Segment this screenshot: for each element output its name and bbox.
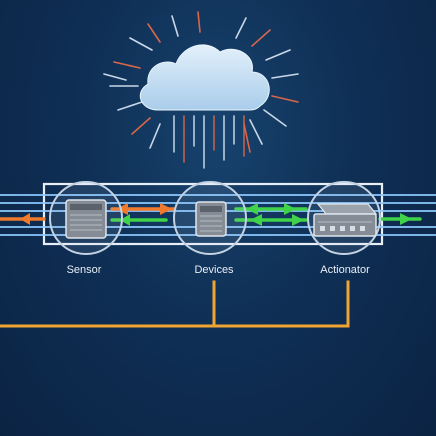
sensor-device-icon xyxy=(65,199,107,239)
device-icon xyxy=(195,201,227,237)
network-frame xyxy=(42,182,384,246)
cloud-data-streams xyxy=(173,115,245,169)
cloud-rays xyxy=(103,11,299,153)
cloud-icon xyxy=(139,44,270,111)
node-label-sensor: Sensor xyxy=(66,264,102,276)
actionator-device-icon xyxy=(313,203,378,237)
wiring-lines xyxy=(0,280,350,328)
node-label-actionator: Actionator xyxy=(320,264,370,276)
orange-flow-arrows xyxy=(20,203,172,225)
node-label-devices: Devices xyxy=(194,264,234,276)
green-flow-arrows xyxy=(120,203,412,226)
